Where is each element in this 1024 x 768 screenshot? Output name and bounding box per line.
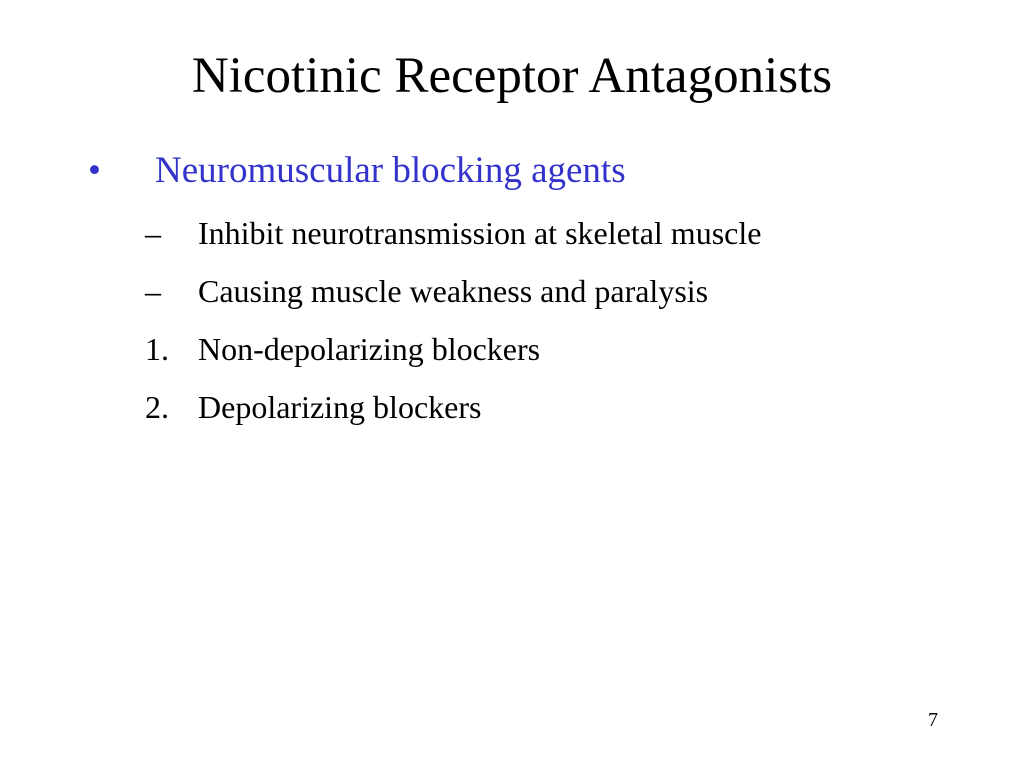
sub-bullet-item: – Causing muscle weakness and paralysis	[145, 270, 708, 312]
dash-marker: –	[145, 273, 161, 309]
sub-bullet-item: – Inhibit neurotransmission at skeletal …	[145, 212, 761, 254]
number-marker: 1.	[145, 331, 169, 367]
numbered-item: 1. Non-depolarizing blockers	[145, 328, 540, 370]
sub-bullet-text: Causing muscle weakness and paralysis	[198, 273, 709, 309]
dash-marker: –	[145, 215, 161, 251]
numbered-item-text: Depolarizing blockers	[198, 389, 482, 425]
bullet-marker: •	[88, 150, 101, 191]
number-marker: 2.	[145, 389, 169, 425]
numbered-item: 2. Depolarizing blockers	[145, 386, 481, 428]
sub-bullet-text: Inhibit neurotransmission at skeletal mu…	[198, 215, 762, 251]
bullet-item-neuromuscular-blocking-agents: • Neuromuscular blocking agents	[88, 146, 626, 196]
numbered-item-text: Non-depolarizing blockers	[198, 331, 541, 367]
slide-title: Nicotinic Receptor Antagonists	[191, 48, 833, 104]
bullet-text: Neuromuscular blocking agents	[155, 150, 626, 191]
slide-number: 7	[928, 709, 938, 731]
